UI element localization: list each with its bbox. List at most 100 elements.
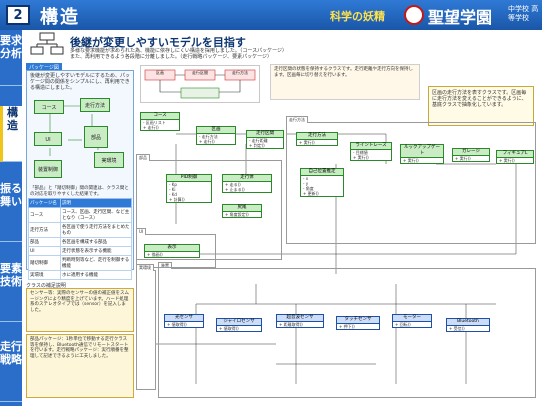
- class-box: 超音波センサ+ 距離取得(): [276, 314, 324, 328]
- legend-panel: [26, 334, 134, 398]
- class-box: コース- 区画リスト+ 走行(): [140, 112, 180, 131]
- class-member: + 実行(): [353, 155, 369, 160]
- class-member: + 押下(): [339, 324, 355, 329]
- class-member: + 走行(): [199, 139, 215, 144]
- nav-item-requirements[interactable]: 要求分析: [0, 34, 22, 86]
- class-name: ライントレース: [351, 143, 391, 150]
- package-frame-strategy: 走行方法: [286, 116, 536, 244]
- class-member: + 判定(): [249, 143, 265, 148]
- callout-note: 区画の走行方法を表すクラスです。区画毎に走行方法を変えることができるように、基底…: [428, 86, 534, 126]
- package-frame-label: 実環境: [136, 264, 154, 271]
- class-member: + 角度設定(): [225, 212, 249, 217]
- class-name: 自己位置推定: [301, 169, 343, 176]
- package-frame-device: 装置: [158, 262, 536, 398]
- package-strategy: 走行方法: [80, 98, 110, 112]
- table-cell: 各区画を構成する部品: [60, 237, 132, 247]
- class-member: - Kd: [169, 192, 177, 197]
- table-cell: UI: [28, 246, 61, 256]
- table-row: 走行方法各区画で使う走行方法をまとめたもの: [28, 222, 132, 238]
- class-box: 尻尾+ 角度設定(): [222, 204, 262, 218]
- class-name: 走行区間: [247, 131, 283, 138]
- class-member: + 回転(): [395, 322, 411, 327]
- table-cell: コース、区画、走行区間、など主となり（コース）: [60, 207, 132, 223]
- class-member: + 更新(): [303, 191, 319, 196]
- class-box: PID制御- Kp- Ki- Kd+ 計算(): [166, 174, 212, 203]
- class-member: + 走る(): [225, 182, 241, 187]
- package-environment: 実環境: [94, 152, 124, 168]
- class-member: - y: [303, 181, 309, 186]
- table-header: パッケージ名: [28, 198, 61, 208]
- school-subtitle: 中学校 高等学校: [508, 5, 539, 22]
- table-cell: 走行方法: [28, 222, 61, 238]
- class-name: モーター: [393, 315, 431, 322]
- class-name: 尻尾: [223, 205, 261, 212]
- description-line: また、再利用できるよう各段階に分離しました。（走行戦略パッケージ、要素パッケージ…: [70, 54, 273, 60]
- package-ui: UI: [34, 132, 62, 146]
- class-name: 超音波センサ: [277, 315, 323, 322]
- table-cell: 判断時刻等など、走行を制御する機能: [60, 255, 132, 271]
- package-frame-label: 走行方法: [286, 116, 308, 123]
- class-name: 表示: [145, 245, 199, 252]
- class-member: + 実行(): [455, 156, 471, 161]
- class-member: + 計算(): [169, 197, 185, 202]
- table-cell: 走行状態を表示する機能: [60, 246, 132, 256]
- package-frame-environment: 実環境: [136, 264, 156, 390]
- table-header: 説明: [60, 198, 132, 208]
- class-member: + 値取得(): [167, 322, 187, 327]
- page-title: 構造: [40, 7, 80, 28]
- class-member: - x: [303, 176, 309, 181]
- mini-label: 走行方法: [232, 70, 248, 75]
- class-box: 表示+ 描画(): [144, 244, 200, 258]
- mini-diagram-graphic: [144, 69, 256, 99]
- notes-panel: 走行区間の状態を保持するクラスです。走行距離や走行方向を保持します。区画毎に切り…: [270, 64, 420, 100]
- class-member: + 止まる(): [225, 187, 245, 192]
- nav-item-techniques[interactable]: 要素技術: [0, 262, 22, 322]
- class-name: ルックアップゲート: [401, 145, 443, 158]
- school-name: 聖望学園: [428, 8, 493, 27]
- class-member: - 走行方法: [199, 134, 218, 139]
- class-box: 走行方法+ 実行(): [296, 132, 338, 146]
- brand-label: 科学の妖精: [330, 10, 385, 23]
- class-name: ジャイロセンサ: [217, 319, 261, 326]
- class-member: + 実行(): [299, 140, 315, 145]
- class-box: Bluetooth+ 受信(): [446, 318, 490, 332]
- class-name: フィギュアL: [497, 151, 533, 158]
- package-frame-label: 装置: [158, 262, 172, 269]
- class-box: ガレージ+ 実行(): [452, 148, 490, 162]
- class-note-panel: [26, 288, 134, 332]
- table-cell: ホに適用する機能: [60, 270, 132, 280]
- section-nav: 要求分析 構造 振る舞い 要素技術 走行戦略: [0, 30, 22, 406]
- class-name: PID制御: [167, 175, 211, 182]
- nav-item-behavior[interactable]: 振る舞い: [0, 182, 22, 242]
- package-course: コース: [34, 100, 64, 114]
- page-number: 2: [6, 5, 30, 25]
- class-box: 走行体+ 走る()+ 止まる(): [222, 174, 272, 193]
- class-member: + 距離取得(): [279, 322, 303, 327]
- table-row: 実環境ホに適用する機能: [28, 270, 132, 280]
- class-name: ガレージ: [453, 149, 489, 156]
- class-member: - Kp: [169, 182, 177, 187]
- class-member: + 描画(): [147, 252, 163, 257]
- package-diagram-tag: パッケージ図: [26, 63, 62, 72]
- main-heading: 後継が変更しやすいモデルを目指す: [70, 36, 246, 49]
- mini-label: 区画: [156, 70, 164, 75]
- class-member: + 受信(): [449, 326, 465, 331]
- class-member: - 走行距離: [249, 138, 268, 143]
- class-member: + 実行(): [499, 158, 515, 163]
- class-name: 走行体: [223, 175, 271, 182]
- class-member: - 区画リスト: [143, 120, 166, 125]
- class-box: 走行区間- 走行距離+ 判定(): [246, 130, 284, 149]
- class-box: ルックアップゲート+ 実行(): [400, 144, 444, 164]
- class-name: コース: [141, 113, 179, 120]
- class-box: 自己位置推定- x- y- 角度+ 更新(): [300, 168, 344, 197]
- class-box: ライントレース- 目標値+ 実行(): [350, 142, 392, 161]
- nav-item-strategy[interactable]: 走行戦略: [0, 340, 22, 402]
- class-name: Bluetooth: [447, 319, 489, 326]
- class-box: フィギュアL+ 実行(): [496, 150, 534, 164]
- package-note: 後継が変更しやすいモデルにするため、パッケージ間の関係をシンプルにし、再利用でき…: [30, 73, 131, 91]
- package-frame-ui: UI: [136, 228, 216, 268]
- table-cell: コース: [28, 207, 61, 223]
- nav-item-structure[interactable]: 構造: [0, 106, 22, 162]
- mini-state-diagram: [140, 65, 260, 103]
- table-cell: 部品: [28, 237, 61, 247]
